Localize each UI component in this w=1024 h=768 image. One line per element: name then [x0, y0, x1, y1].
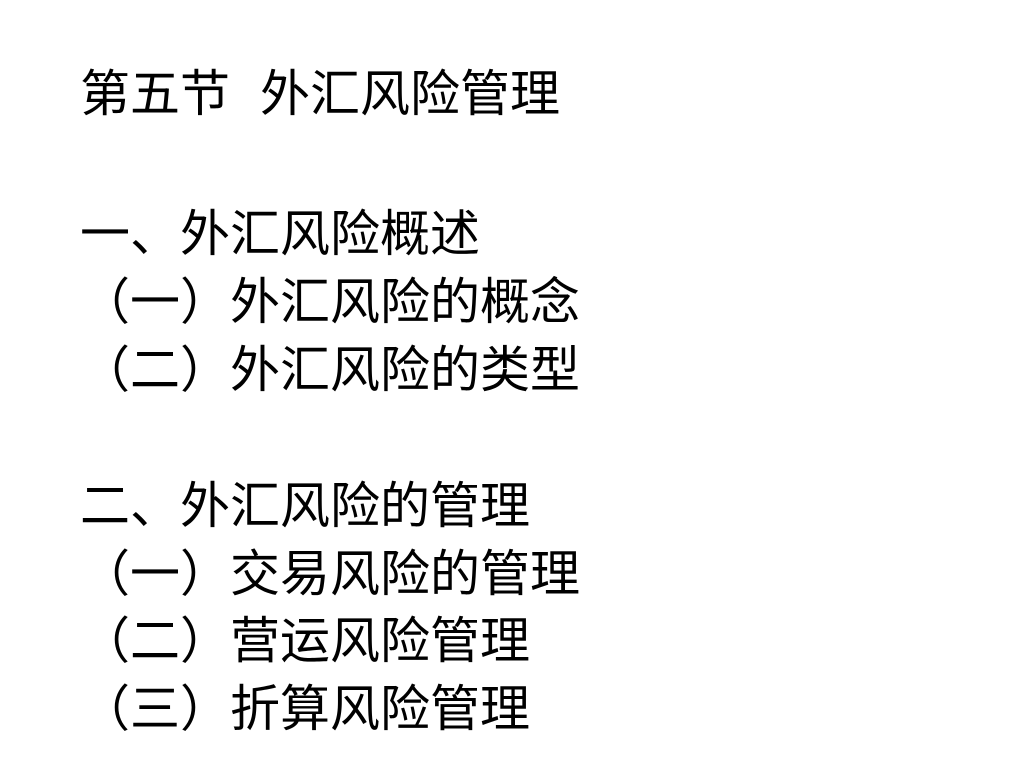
outline-item-2-3: （三）折算风险管理 [80, 680, 530, 738]
outline-item-1-1: （一）外汇风险的概念 [80, 273, 580, 331]
outline-item-2-1: （一）交易风险的管理 [80, 545, 580, 603]
slide-title: 第五节外汇风险管理 [80, 64, 560, 124]
section-number: 第五节 [80, 65, 230, 123]
outline-item-2-2: （二）营运风险管理 [80, 612, 530, 670]
outline-heading-2: 二、外汇风险的管理 [80, 477, 530, 535]
outline-heading-1: 一、外汇风险概述 [80, 205, 480, 263]
outline-item-1-2: （二）外汇风险的类型 [80, 341, 580, 399]
section-topic: 外汇风险管理 [260, 65, 560, 123]
